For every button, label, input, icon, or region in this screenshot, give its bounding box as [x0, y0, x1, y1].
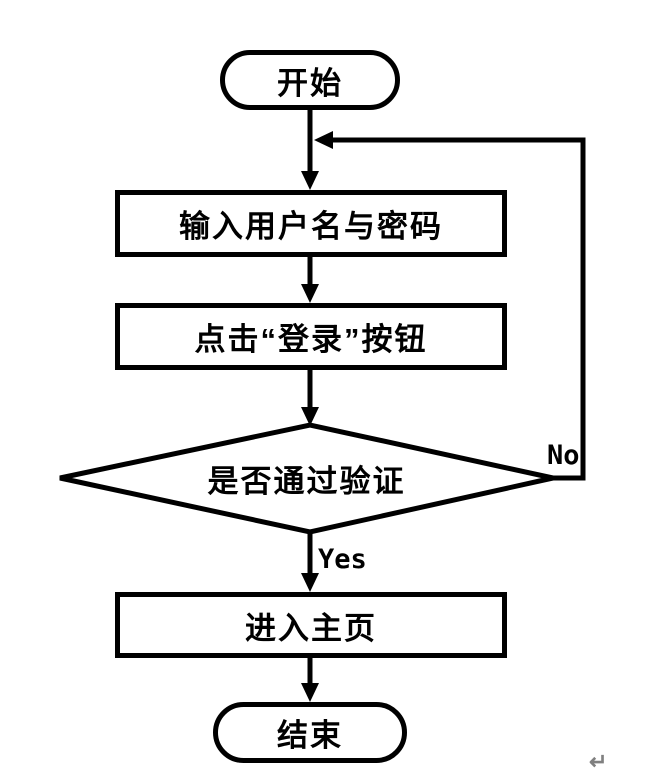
login-process-shape	[115, 303, 507, 370]
end-terminator-shape	[213, 702, 407, 763]
verify-decision-shape	[59, 422, 554, 535]
home-process-shape	[115, 592, 507, 658]
arrowhead-yes-icon	[301, 573, 319, 592]
start-terminator-shape	[220, 50, 400, 110]
connector-no-loop	[330, 137, 586, 481]
arrowhead-start-input-icon	[301, 171, 319, 190]
arrowhead-login-verify-icon	[301, 407, 319, 426]
input-process-shape	[115, 190, 507, 257]
arrowhead-home-end-icon	[301, 683, 319, 702]
arrowhead-input-login-icon	[301, 284, 319, 303]
arrowhead-no-loop-icon	[314, 131, 333, 149]
